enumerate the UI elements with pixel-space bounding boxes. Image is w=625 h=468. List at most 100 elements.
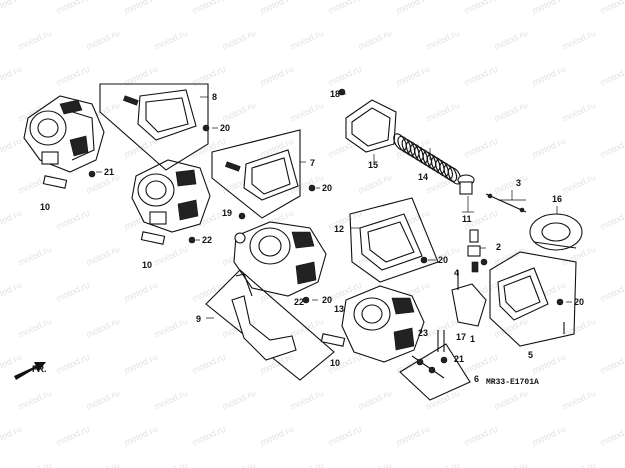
callout-21a: 21 [104,167,114,177]
spring-coil [431,156,445,175]
callout-23: 23 [418,328,428,338]
callout-1: 1 [470,334,475,344]
mounting-bracket [231,273,297,361]
watermark-text: motod.ru [123,0,159,16]
watermark-text: motod.ru [0,64,23,88]
watermark-text: motod.ru [327,64,363,88]
spring-coil [426,154,441,172]
callout-10c: 10 [330,358,340,368]
callout-11: 11 [462,214,472,224]
watermark-text: motod.ru [561,100,597,124]
watermark-text: motod.ru [561,28,597,52]
watermark-text: motod.ru [493,316,529,340]
float-chamber-7 [225,149,299,201]
callout-22b: 22 [294,297,304,307]
diaphragm-16 [529,213,583,251]
callout-21b: 21 [454,354,464,364]
watermark-text: motod.ru [599,208,625,232]
diagram-code: MR33-E1701A [486,378,539,387]
callout-8: 8 [212,92,217,102]
watermark-text: motod.ru [85,28,121,52]
watermark-text: motod.ru [289,100,325,124]
callout-20e: 20 [322,295,332,305]
watermark-text: motod.ru [395,424,431,448]
jet-stack-2 [467,229,481,273]
watermark-text: motod.ru [463,424,499,448]
carburetor-center-lower [341,285,425,363]
watermark-text: motod.ru [191,352,227,376]
spring-coil [447,167,462,185]
float-chamber-5 [497,267,549,321]
carburetor-center [233,221,327,297]
watermark-text: motod.ru [123,280,159,304]
callout-15: 15 [368,160,378,170]
callout-20c: 20 [438,255,448,265]
callout-2: 2 [496,242,501,252]
watermark-text: motod.ru [259,424,295,448]
watermark-text: motod.ru [123,424,159,448]
leader-lines [96,93,572,319]
float-4 [451,270,487,327]
watermark-text: motod.ru [153,460,189,468]
watermark-text: motod.ru [55,352,91,376]
watermark-text: motod.ru [599,424,625,448]
watermark-text: motod.ru [123,352,159,376]
watermark-text: motod.ru [463,352,499,376]
watermark-text: motod.ru [531,0,567,16]
group-box-8 [99,83,209,171]
watermark-text: motod.ru [531,64,567,88]
group-box-12 [349,197,439,283]
float-chamber-12 [359,213,423,271]
watermark-text: motod.ru [327,0,363,16]
watermark-text: motod.ru [85,316,121,340]
callout-7: 7 [310,158,315,168]
watermark-text: motod.ru [531,352,567,376]
watermark-text: motod.ru [561,460,597,468]
watermark-text: motod.ru [463,136,499,160]
callout-19: 19 [222,208,232,218]
watermark-text: motod.ru [221,388,257,412]
watermark-text: motod.ru [357,172,393,196]
callout-6: 6 [474,374,479,384]
watermark-text: motod.ru [289,460,325,468]
spring-14 [393,133,462,185]
watermark-text: motod.ru [561,172,597,196]
callout-labels: 1 2 3 4 5 6 7 8 9 10 10 10 11 12 13 14 1… [40,89,584,384]
watermark-text: motod.ru [0,280,23,304]
watermark-text: motod.ru [531,136,567,160]
watermark-text: motod.ru [259,0,295,16]
watermark-text: motod.ru [395,64,431,88]
carburetor-middle-left [131,159,211,233]
watermark-text: motod.ru [0,352,23,376]
watermark-text: motod.ru [599,0,625,16]
watermark-text: motod.ru [425,460,461,468]
callout-20a: 20 [220,123,230,133]
watermark-text: motod.ru [221,460,257,468]
watermark-text: motod.ru [0,136,23,160]
watermark-text: motod.ru [17,460,53,468]
watermark-text: motod.ru [17,244,53,268]
watermark-text: motod.ru [55,424,91,448]
watermark-text: motod.ru [561,388,597,412]
watermark-text: motod.ru [55,0,91,16]
callout-10b: 10 [142,260,152,270]
callout-14: 14 [418,172,428,182]
callout-16: 16 [552,194,562,204]
watermark-text: motod.ru [85,244,121,268]
watermark-text: motod.ru [153,388,189,412]
watermark-text: motod.ru [531,424,567,448]
watermark-text: motod.ru [17,28,53,52]
front-direction-arrow: FR. [14,362,47,380]
group-box-5 [489,251,577,347]
float-chamber-8 [123,89,197,141]
watermark-text: motod.ru [221,28,257,52]
callout-10a: 10 [40,202,50,212]
needle-3 [485,193,527,213]
carburetor-top-left [23,95,105,173]
watermark-text: motod.ru [493,388,529,412]
adjust-screw-set [411,355,445,379]
watermark-text: motod.ru [17,388,53,412]
watermark-text: motod.ru [463,64,499,88]
watermark-text: motod.ru [85,388,121,412]
callout-22a: 22 [202,235,212,245]
